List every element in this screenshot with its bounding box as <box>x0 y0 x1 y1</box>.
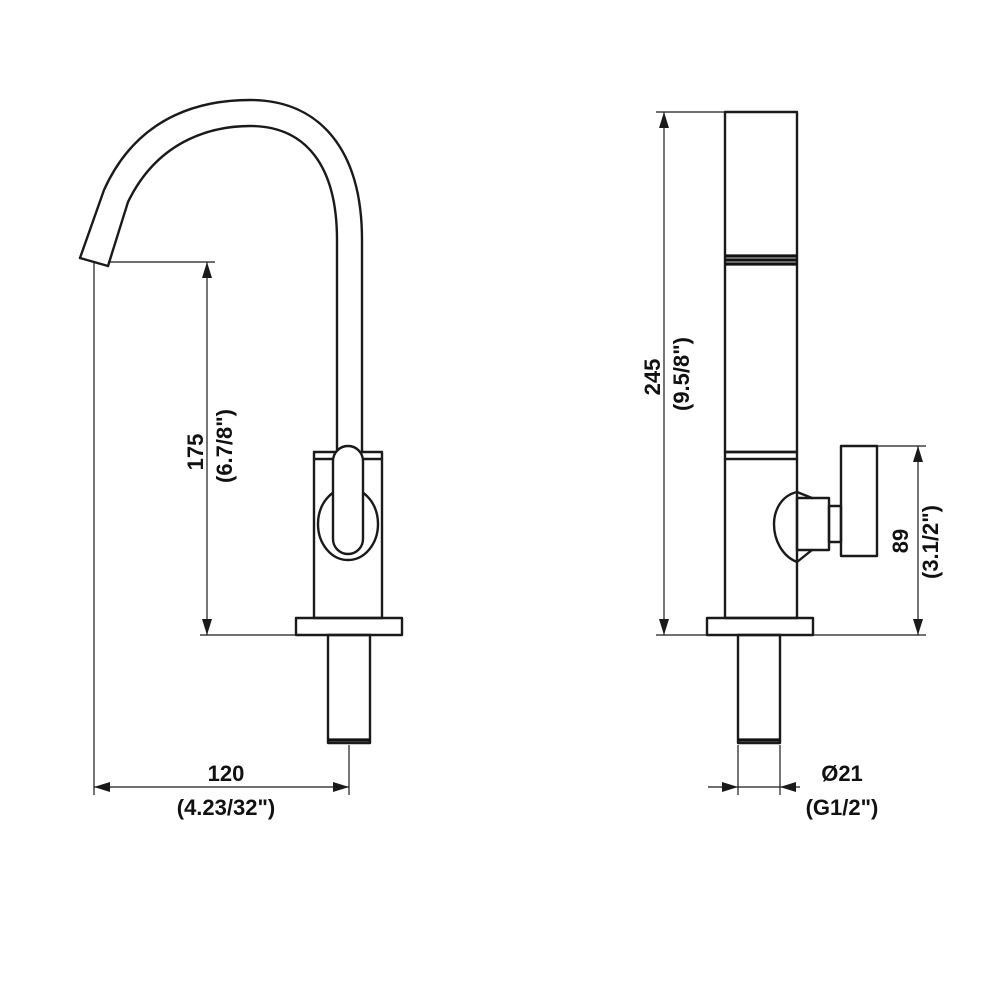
spout-inner-contour <box>106 124 339 454</box>
base-flange <box>294 616 404 637</box>
shank-dimension: Ø21 (G1/2") <box>708 745 878 820</box>
shank <box>326 633 372 745</box>
side-height-dim-value: 245 <box>640 359 665 396</box>
side-handle-stem <box>795 496 831 552</box>
handle-height-dimension: 89 (3.1/2") <box>813 445 943 636</box>
reach-dim-value: 120 <box>208 761 245 786</box>
side-base-flange <box>705 616 815 637</box>
side-shank <box>736 633 782 745</box>
handle-dim-imperial: (3.1/2") <box>918 505 943 579</box>
reach-dim-imperial: (4.23/32") <box>177 795 275 820</box>
front-view: 175 (6.7/8") 120 (4.23/32") <box>78 98 404 820</box>
side-height-dim-imperial: (9.5/8") <box>669 337 694 411</box>
height-dim-imperial: (6.7/8") <box>212 409 237 483</box>
height-dim-value: 175 <box>183 434 208 471</box>
lever-handle <box>331 444 365 556</box>
side-valve-body <box>723 450 799 620</box>
side-handle-collar <box>827 504 843 544</box>
side-lever-handle <box>839 444 879 558</box>
handle-dim-value: 89 <box>888 529 913 553</box>
side-view: 245 (9.5/8") 89 (3.1/2") Ø21 (G1/2") <box>640 110 943 820</box>
spout-column <box>723 110 799 454</box>
side-handle-boss <box>772 490 799 564</box>
spout-outer-contour <box>78 98 364 454</box>
height-dimension-side: 245 (9.5/8") <box>640 111 725 636</box>
reach-dimension: 120 (4.23/32") <box>93 262 350 820</box>
shank-dim-value: Ø21 <box>821 761 863 786</box>
height-dimension-front: 175 (6.7/8") <box>108 261 296 636</box>
shank-dim-imperial: (G1/2") <box>806 795 879 820</box>
